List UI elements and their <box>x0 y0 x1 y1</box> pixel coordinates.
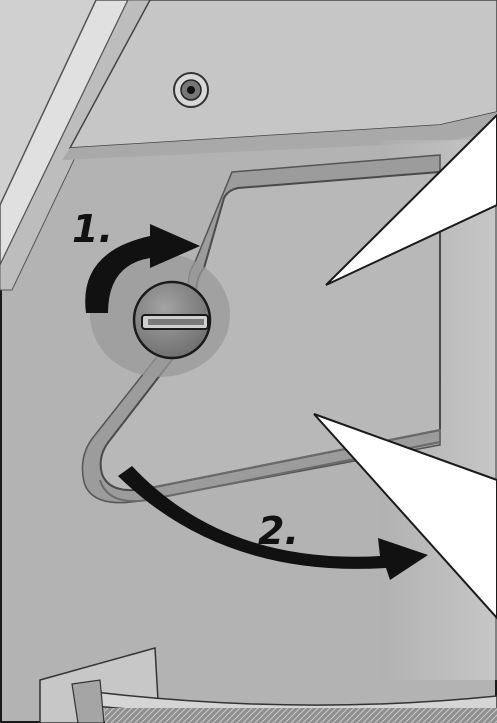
slotted-screw-icon <box>134 282 210 358</box>
grommet-icon <box>174 73 208 107</box>
base-mesh <box>105 708 497 723</box>
step-1-label: 1. <box>72 207 113 251</box>
step-2-label: 2. <box>258 509 299 553</box>
base-foot <box>72 680 104 723</box>
